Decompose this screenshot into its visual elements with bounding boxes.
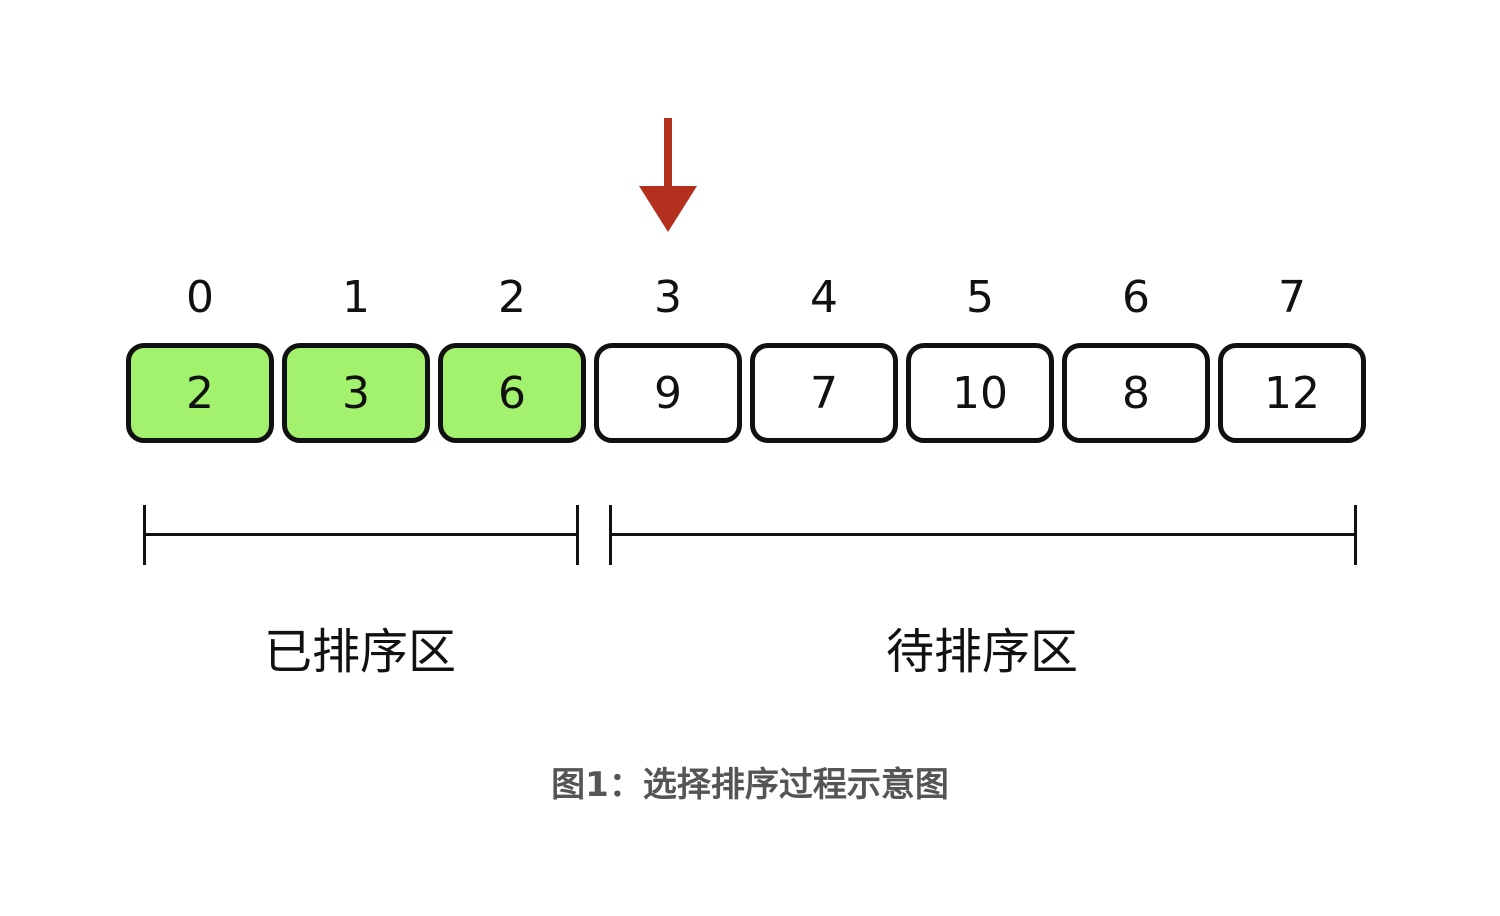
pointer-arrow-icon: [639, 118, 697, 232]
unsorted-zone-bracket: [609, 505, 1357, 565]
index-label: 5: [966, 272, 994, 323]
array-cell: 3: [282, 343, 430, 443]
array-cell: 10: [906, 343, 1054, 443]
array-cell: 8: [1062, 343, 1210, 443]
index-label: 0: [186, 272, 214, 323]
index-label: 3: [654, 272, 682, 323]
sorted-zone-label: 已排序区: [263, 624, 456, 680]
array-cell: 12: [1218, 343, 1366, 443]
index-label: 6: [1122, 272, 1150, 323]
index-label: 4: [810, 272, 838, 323]
array-cell: 6: [438, 343, 586, 443]
array-cell: 2: [126, 343, 274, 443]
figure-caption: 图1：选择排序过程示意图: [551, 765, 949, 805]
index-label: 1: [342, 272, 370, 323]
array-cell: 9: [594, 343, 742, 443]
index-label: 2: [498, 272, 526, 323]
array-cell: 7: [750, 343, 898, 443]
index-label: 7: [1278, 272, 1306, 323]
sorted-zone-bracket: [143, 505, 579, 565]
unsorted-zone-label: 待排序区: [885, 624, 1078, 680]
